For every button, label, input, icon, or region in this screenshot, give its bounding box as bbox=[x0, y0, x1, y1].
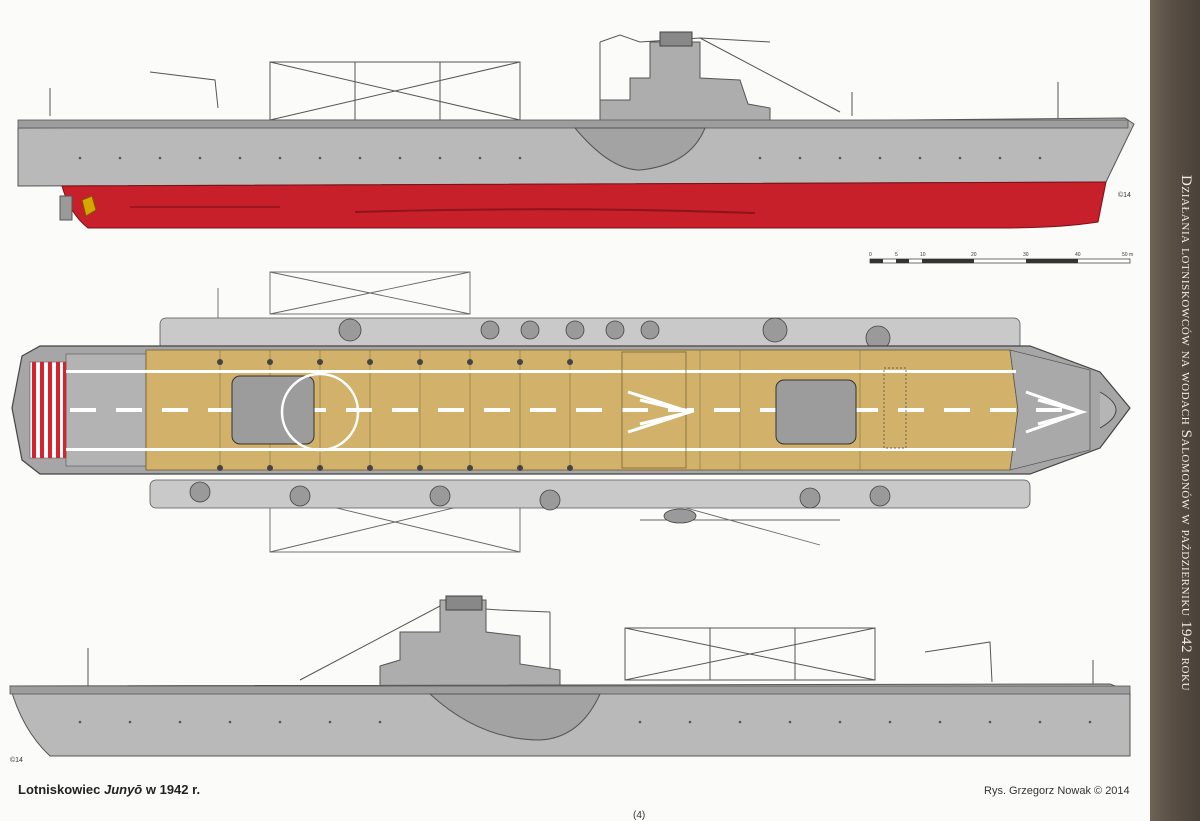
scale-tick-label: 5 bbox=[895, 252, 898, 258]
scale-bar: 0 5 10 20 30 40 50 m bbox=[869, 252, 1133, 264]
scale-tick-label: 20 bbox=[971, 252, 977, 258]
starboard-profile bbox=[17, 31, 1135, 229]
plan-view bbox=[11, 271, 1131, 553]
page-fragment: (4) bbox=[633, 810, 646, 821]
scale-tick-label: 0 bbox=[869, 252, 872, 258]
scale-tick-label: 10 bbox=[920, 252, 926, 258]
copyright-mark-bottom: ©14 bbox=[10, 756, 23, 764]
book-spine-band: Działania lotniskowców na wodach Salomon… bbox=[1150, 0, 1200, 821]
figure-caption: Lotniskowiec Junyō w 1942 r. bbox=[18, 782, 200, 797]
caption-ship-name: Junyō bbox=[103, 782, 143, 797]
sidebar-chapter-title: Działania lotniskowców na wodach Salomon… bbox=[1178, 175, 1194, 692]
scale-tick-label: 50 m bbox=[1122, 252, 1133, 258]
scale-tick-label: 30 bbox=[1023, 252, 1029, 258]
caption-suffix: w 1942 r. bbox=[142, 782, 201, 797]
caption-prefix: Lotniskowiec bbox=[18, 782, 104, 797]
ship-drawing: ©14 0 5 10 20 30 40 50 m bbox=[9, 31, 1135, 764]
copyright-mark-top: ©14 bbox=[1118, 191, 1131, 199]
port-profile bbox=[9, 595, 1131, 757]
scale-tick-label: 40 bbox=[1075, 252, 1081, 258]
illustration-credit: Rys. Grzegorz Nowak © 2014 bbox=[984, 785, 1130, 797]
